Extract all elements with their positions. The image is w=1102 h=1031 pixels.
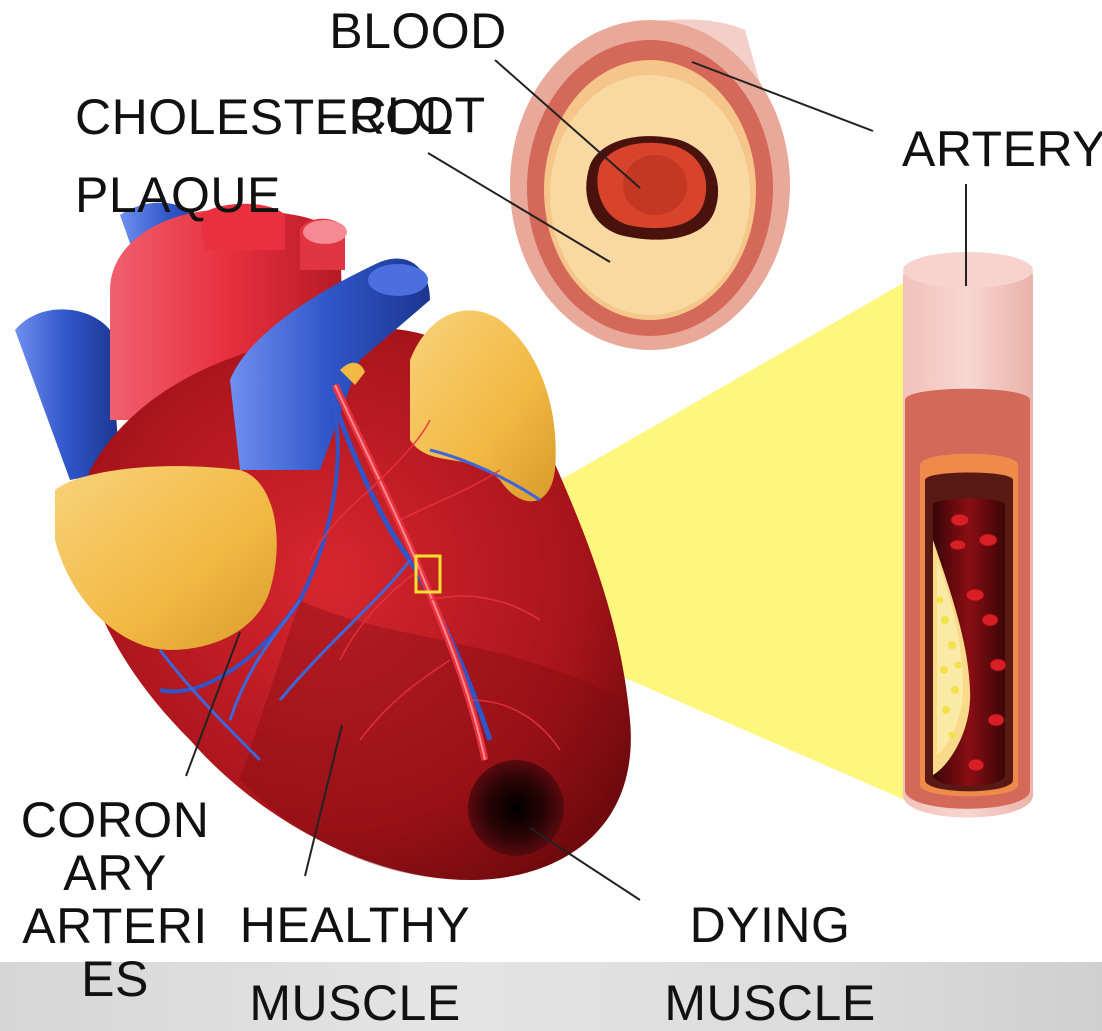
- dying-muscle-label: DYING MUSCLE: [650, 900, 890, 1028]
- heart-illustration: [15, 203, 631, 880]
- cholesterol-plaque-label: CHOLESTEROL PLAQUE: [75, 92, 453, 220]
- dying-muscle-line-2: MUSCLE: [650, 978, 890, 1028]
- cholesterol-plaque-line-2: PLAQUE: [75, 170, 453, 220]
- coronary-arteries-label: CORON ARY ARTERI ES: [10, 794, 220, 1006]
- healthy-muscle-line-2: MUSCLE: [230, 978, 480, 1028]
- artery-cross-section: [510, 19, 790, 350]
- coronary-arteries-line-4: ES: [10, 953, 220, 1006]
- healthy-muscle-label: HEALTHY MUSCLE: [230, 900, 480, 1028]
- cholesterol-plaque-line-1: CHOLESTEROL: [75, 92, 453, 142]
- artery-longitudinal-section: [903, 252, 1033, 818]
- blood-clot-line-1: BLOOD: [318, 6, 518, 56]
- artery-label: ARTERY: [902, 124, 1102, 174]
- coronary-arteries-line-2: ARY: [10, 847, 220, 900]
- coronary-arteries-line-1: CORON: [10, 794, 220, 847]
- coronary-arteries-line-3: ARTERI: [10, 900, 220, 953]
- dying-muscle-line-1: DYING: [650, 900, 890, 950]
- healthy-muscle-line-1: HEALTHY: [230, 900, 480, 950]
